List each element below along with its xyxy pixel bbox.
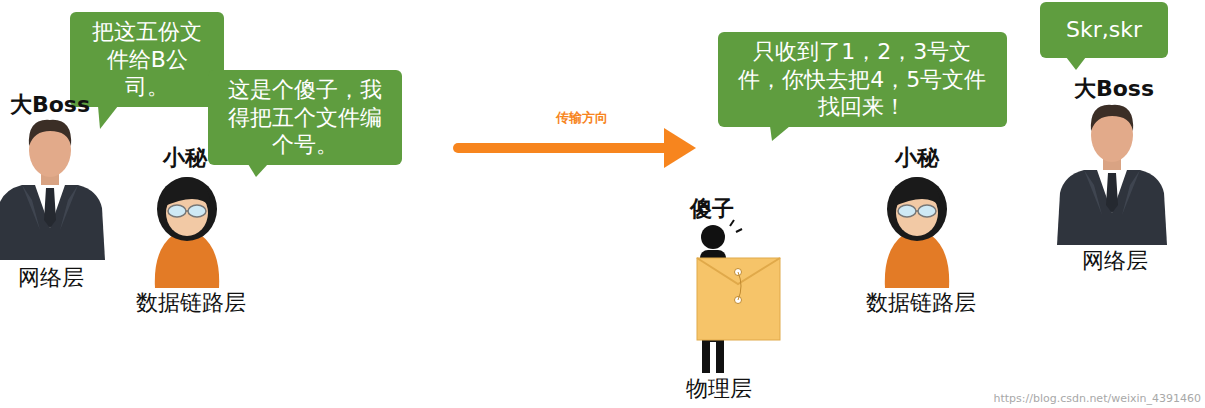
bubble-text: 只收到了1，2，3号文件，你快去把4，5号文件找回来！ [738,38,987,121]
bubble-text: Skr,skr [1066,16,1142,44]
layer-name: 数据链路层 [136,290,246,316]
role-name: 小秘 [895,145,939,171]
bubble-tail [243,164,283,178]
arrow-label: 传输方向 [556,110,608,126]
speech-bubble: 只收到了1，2，3号文件，你快去把4，5号文件找回来！ [718,32,1007,127]
bubble-text: 把这五份文件给B公司。 [90,18,204,101]
speech-bubble: Skr,skr [1040,2,1168,58]
bubble-tail [1061,57,1101,71]
bubble-tail [93,106,133,130]
boss-figure [1057,105,1167,245]
layer-name: 数据链路层 [866,290,976,316]
bubble-text: 这是个傻子，我得把五个文件编个号。 [228,76,382,159]
watermark: https://blog.csdn.net/weixin_4391460 [993,392,1201,405]
role-name: 傻子 [690,196,734,222]
role-name: 大Boss [10,92,90,118]
boss-figure [0,120,105,260]
direction-arrow [458,128,696,168]
role-name: 小秘 [163,145,207,171]
secretary-figure [155,177,219,288]
layer-name: 物理层 [686,376,752,402]
layer-name: 网络层 [18,265,84,291]
fool-figure [697,220,780,373]
speech-bubble: 这是个傻子，我得把五个文件编个号。 [208,70,402,165]
bubble-tail [765,126,805,142]
layer-name: 网络层 [1082,248,1148,274]
secretary-figure [885,177,949,288]
speech-bubble: 把这五份文件给B公司。 [70,12,224,107]
role-name: 大Boss [1074,76,1154,102]
